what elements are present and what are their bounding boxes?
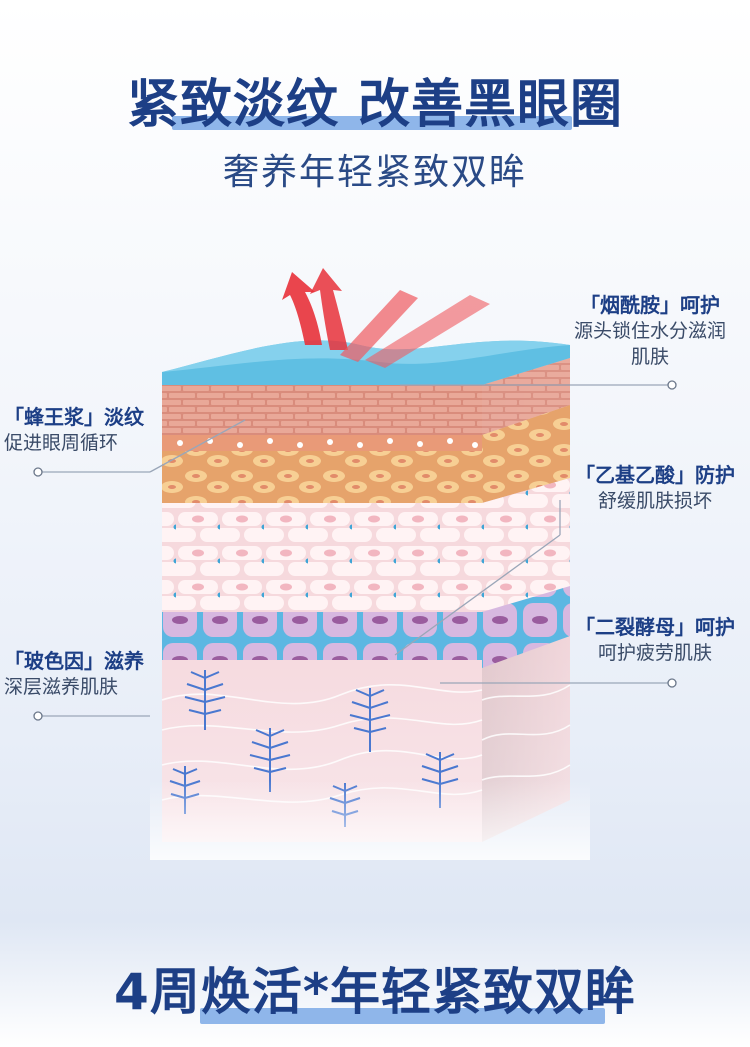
- callout-niacinamide: 「烟酰胺」呵护 源头锁住水分滋润 肌肤: [565, 292, 735, 370]
- callout-royal-jelly-title: 「蜂王浆」淡纹: [4, 405, 144, 429]
- callout-royal-jelly-desc: 促进眼周循环: [4, 432, 119, 454]
- footer-wrap: 4周焕活*年轻紧致双眸: [0, 952, 750, 1024]
- page-title: 紧致淡纹 改善黑眼圈: [126, 75, 624, 135]
- callout-royal-jelly: 「蜂王浆」淡纹 促进眼周循环: [4, 404, 164, 456]
- callout-pro-xylane: 「玻色因」滋养 深层滋养肌肤: [4, 648, 164, 700]
- callout-niacinamide-desc-2: 肌肤: [630, 346, 669, 368]
- callout-pro-xylane-title: 「玻色因」滋养: [4, 649, 144, 673]
- footer-slogan: 4周焕活*年轻紧致双眸: [114, 963, 636, 1021]
- footer-highlight: [200, 1008, 605, 1024]
- granule-dots: [177, 438, 478, 448]
- callout-yeast-title: 「二裂酵母」呵护: [575, 615, 735, 639]
- callout-lines: [40, 384, 670, 717]
- callout-niacinamide-desc-1: 源头锁住水分滋润: [573, 320, 726, 342]
- callout-acetyl: 「乙基乙酸」防护 舒缓肌肤损坏: [565, 462, 745, 514]
- callout-yeast: 「二裂酵母」呵护 呵护疲劳肌肤: [565, 614, 745, 666]
- callout-niacinamide-title: 「烟酰胺」呵护: [580, 293, 720, 317]
- callout-yeast-desc: 呵护疲劳肌肤: [597, 642, 712, 664]
- callout-acetyl-title: 「乙基乙酸」防护: [575, 463, 735, 487]
- title-highlight: [172, 116, 572, 130]
- callout-acetyl-desc: 舒缓肌肤损坏: [597, 490, 712, 512]
- headline-wrap: 紧致淡纹 改善黑眼圈: [0, 62, 750, 137]
- page-subtitle: 奢养年轻紧致双眸: [222, 152, 527, 193]
- callout-dots: [33, 380, 677, 721]
- callout-pro-xylane-desc: 深层滋养肌肤: [4, 676, 119, 698]
- moisture-arrows: [282, 268, 490, 368]
